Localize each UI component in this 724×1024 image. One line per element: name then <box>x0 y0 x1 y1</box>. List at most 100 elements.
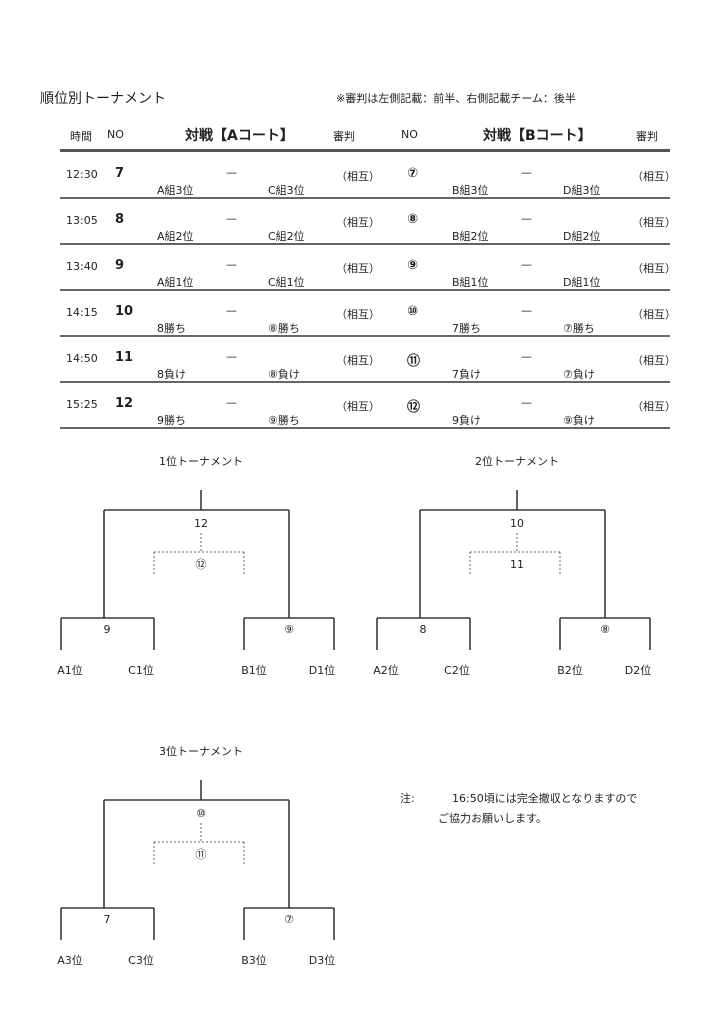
bracket-right-no: ⑧ <box>600 623 610 636</box>
row-a2: C組3位 <box>268 184 305 197</box>
dash-a: — <box>226 350 237 363</box>
bracket-title: 3位トーナメント <box>159 744 243 758</box>
bracket-team: B1位 <box>241 663 267 677</box>
row-a1: 8勝ち <box>157 322 186 335</box>
dash-a: — <box>226 166 237 179</box>
footnote-label: 注: <box>400 792 415 805</box>
page-title: 順位別トーナメント <box>40 91 166 107</box>
bracket-team: A2位 <box>373 663 399 677</box>
row-b2: D組1位 <box>563 276 601 289</box>
bracket-final-no: 10 <box>510 517 524 530</box>
dash-b: — <box>521 258 532 271</box>
header-court-a: 対戦【Aコート】 <box>185 128 294 144</box>
footnote-line1: 16:50頃には完全撤収となりますので <box>452 792 638 805</box>
row-divider <box>60 381 670 383</box>
row-a1: A組2位 <box>157 230 194 243</box>
bracket-right-no: ⑨ <box>284 623 294 636</box>
row-a2: C組2位 <box>268 230 305 243</box>
row-a2: C組1位 <box>268 276 305 289</box>
bracket-right-no: ⑦ <box>284 913 294 926</box>
header-no-b: NO <box>401 128 418 141</box>
row-b2: D組2位 <box>563 230 601 243</box>
row-no-a: 10 <box>115 304 134 319</box>
row-no-b: ⑦ <box>407 166 419 181</box>
row-no-b: ⑩ <box>407 304 419 319</box>
row-ref-a: （相互） <box>336 308 380 321</box>
dash-b: — <box>521 396 532 409</box>
header-divider <box>60 149 670 152</box>
row-ref-a: （相互） <box>336 354 380 367</box>
row-ref-a: （相互） <box>336 400 380 413</box>
row-no-b: ⑧ <box>407 212 419 227</box>
row-ref-b: （相互） <box>632 262 676 275</box>
row-no-a: 12 <box>115 396 134 411</box>
row-a1: 9勝ち <box>157 414 186 427</box>
row-b2: ⑦勝ち <box>563 322 595 335</box>
row-b1: B組1位 <box>452 276 489 289</box>
row-b2: ⑨負け <box>563 414 595 427</box>
dash-a: — <box>226 212 237 225</box>
bracket-team: A1位 <box>57 663 83 677</box>
row-ref-b: （相互） <box>632 354 676 367</box>
header-court-b: 対戦【Bコート】 <box>483 128 592 144</box>
bracket-left-no: 9 <box>104 623 111 636</box>
dash-b: — <box>521 212 532 225</box>
row-divider <box>60 289 670 291</box>
row-a2: ⑧勝ち <box>268 322 300 335</box>
row-ref-b: （相互） <box>632 400 676 413</box>
dash-b: — <box>521 304 532 317</box>
row-time: 12:30 <box>66 168 98 181</box>
row-divider <box>60 335 670 337</box>
bracket-team: A3位 <box>57 953 83 967</box>
bracket-third-no: ⑪ <box>196 848 207 861</box>
row-b2: ⑦負け <box>563 368 595 381</box>
row-no-a: 11 <box>115 350 134 365</box>
row-no-a: 7 <box>115 166 125 181</box>
row-ref-a: （相互） <box>336 170 380 183</box>
header-ref-b: 審判 <box>636 130 658 143</box>
bracket-team: C1位 <box>128 663 154 677</box>
row-no-a: 9 <box>115 258 125 273</box>
bracket-third-no: ⑫ <box>196 558 207 571</box>
row-no-b: ⑫ <box>407 400 421 415</box>
row-divider <box>60 243 670 245</box>
row-ref-b: （相互） <box>632 308 676 321</box>
bracket-title: 2位トーナメント <box>475 454 559 468</box>
dash-b: — <box>521 166 532 179</box>
bracket-team: B3位 <box>241 953 267 967</box>
dash-a: — <box>226 258 237 271</box>
bracket-left-no: 7 <box>104 913 111 926</box>
row-a2: ⑧負け <box>268 368 300 381</box>
header-ref-a: 審判 <box>333 130 355 143</box>
bracket-team: C3位 <box>128 953 154 967</box>
bracket-team: D1位 <box>309 663 335 677</box>
row-b1: B組2位 <box>452 230 489 243</box>
bracket-final-no: 12 <box>194 517 208 530</box>
row-b1: 7負け <box>452 368 481 381</box>
row-time: 15:25 <box>66 398 98 411</box>
row-b1: B組3位 <box>452 184 489 197</box>
row-time: 13:05 <box>66 214 98 227</box>
footnote-line2: ご協力お願いします。 <box>438 812 547 825</box>
row-time: 14:50 <box>66 352 98 365</box>
bracket-team: D3位 <box>309 953 335 967</box>
row-no-b: ⑨ <box>407 258 419 273</box>
row-b1: 9負け <box>452 414 481 427</box>
row-ref-a: （相互） <box>336 262 380 275</box>
row-divider <box>60 427 670 429</box>
row-a2: ⑨勝ち <box>268 414 300 427</box>
row-a1: A組3位 <box>157 184 194 197</box>
row-no-b: ⑪ <box>407 354 421 369</box>
row-divider <box>60 197 670 199</box>
header-time: 時間 <box>70 130 92 143</box>
bracket-final-no: ⑩ <box>196 807 206 820</box>
row-ref-b: （相互） <box>632 216 676 229</box>
header-no-a: NO <box>107 128 124 141</box>
row-ref-a: （相互） <box>336 216 380 229</box>
bracket-team: C2位 <box>444 663 470 677</box>
row-b2: D組3位 <box>563 184 601 197</box>
bracket-team: B2位 <box>557 663 583 677</box>
bracket-third-no: 11 <box>510 558 524 571</box>
